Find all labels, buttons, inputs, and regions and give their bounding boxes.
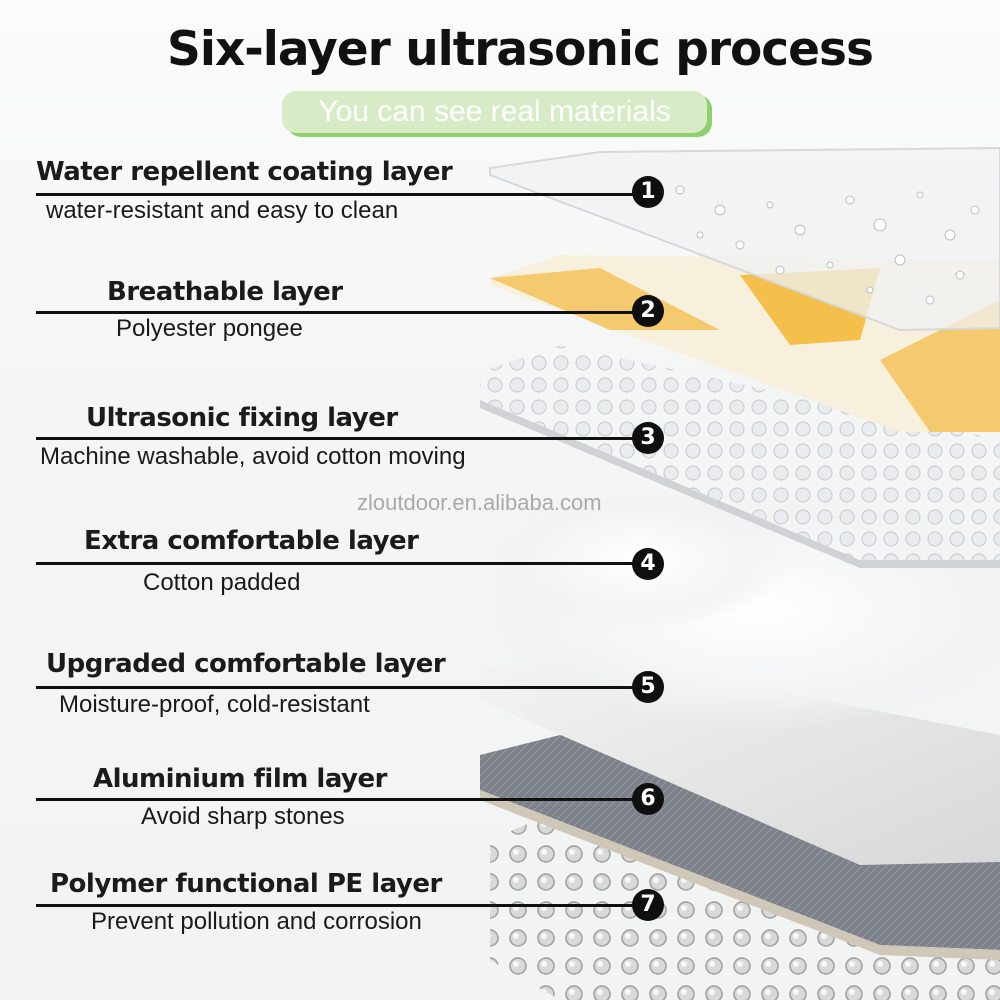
layer-7-title: Polymer functional PE layer [50, 869, 442, 899]
aluminium-film-sheet [480, 735, 1000, 950]
layer-1-title: Water repellent coating layer [36, 157, 453, 187]
pe-layer-sheet [490, 810, 1000, 1000]
subtitle-pill: You can see real materials [282, 91, 707, 133]
layer-1-description: water-resistant and easy to clean [46, 197, 399, 224]
page-title: Six-layer ultrasonic process [166, 22, 874, 77]
layer-7-badge: 7 [632, 889, 664, 921]
layer-3-badge: 3 [632, 422, 664, 454]
watermark: zloutdoor.en.alibaba.com [357, 490, 602, 515]
layer-4-description: Cotton padded [143, 569, 301, 596]
layer-5-badge: 5 [632, 671, 664, 703]
layer-2-title: Breathable layer [107, 277, 343, 307]
layer-5-rule [36, 686, 646, 689]
layer-2-badge: 2 [632, 295, 664, 327]
ultrasonic-dotted-sheet [480, 345, 1000, 560]
layer-3-title: Ultrasonic fixing layer [86, 403, 398, 433]
water-droplets [675, 185, 980, 305]
layer-6-title: Aluminium film layer [93, 764, 387, 794]
layer-6-rule [36, 798, 646, 801]
subtitle-text: You can see real materials [318, 95, 671, 128]
layer-3-description: Machine washable, avoid cotton moving [40, 443, 466, 470]
layer-1-rule [36, 193, 646, 196]
layer-3-rule [36, 437, 646, 440]
breathable-yellow-stripe-3 [880, 300, 1000, 432]
layer-4-rule [36, 562, 646, 565]
layer-6-description: Avoid sharp stones [141, 803, 345, 830]
layer-7-rule [36, 904, 646, 907]
layer-5-description: Moisture-proof, cold-resistant [59, 691, 370, 718]
layer-4-title: Extra comfortable layer [84, 526, 419, 556]
layer-7-description: Prevent pollution and corrosion [91, 908, 422, 935]
layer-1-badge: 1 [632, 176, 664, 208]
layer-4-badge: 4 [632, 548, 664, 580]
layer-2-rule [36, 311, 646, 314]
layer-5-title: Upgraded comfortable layer [46, 649, 446, 679]
layer-2-description: Polyester pongee [116, 315, 303, 342]
layer-6-badge: 6 [632, 783, 664, 815]
